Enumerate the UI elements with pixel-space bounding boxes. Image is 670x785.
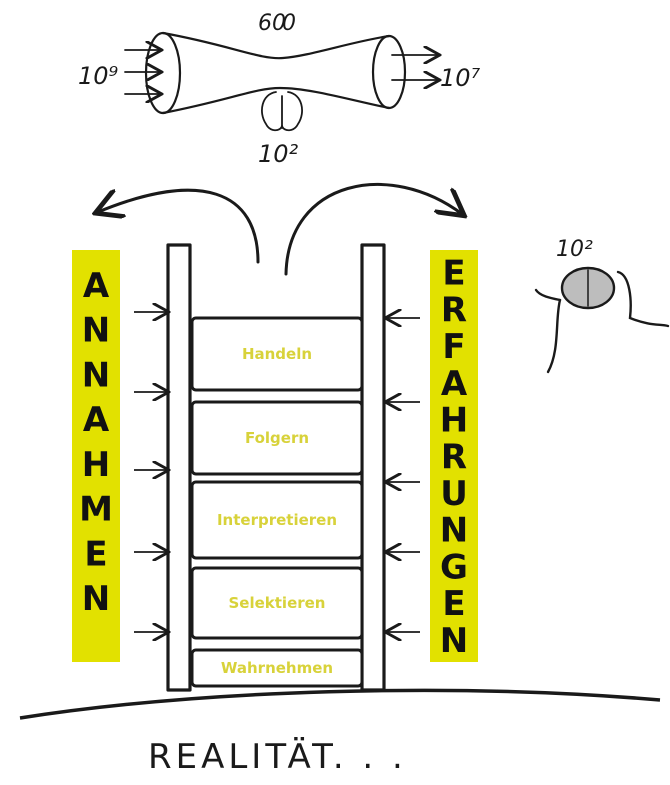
funnel-lower-edge [161,86,391,115]
column-letter: F [442,327,465,367]
column-letter: H [82,445,110,485]
column-letter: N [440,511,468,551]
experiences-column-bg [430,250,478,662]
ladder-left-rail [166,243,192,692]
ladder-right-rail [360,243,386,692]
column-letter: A [83,266,110,306]
funnel-top-label: 60 [258,11,286,36]
ladder-rungs: HandelnFolgernInterpretierenSelektierenW… [190,316,364,688]
feedback-arrows [98,182,462,276]
funnel-sketch [124,31,438,132]
column-letter: R [441,437,467,477]
assumption-arrows [134,312,167,632]
funnel-bottom-label: 10² [258,140,299,168]
ladder-rung-label: Selektieren [228,594,325,612]
funnel-input-arrows [124,50,160,94]
column-letter: N [82,311,110,351]
funnel-left-opening [144,31,182,115]
ladder-rung [190,480,364,560]
feedback-arrow-right [284,182,462,276]
ladder-rung [190,566,364,640]
experience-arrows [387,318,420,632]
feedback-arrow-left [98,188,260,264]
reality-label: REALITÄT. . . [148,737,407,777]
funnel-output-arrows [391,55,438,80]
assumptions-column-bg [72,250,120,662]
column-letter: M [79,490,113,530]
ladder-rung-label: Folgern [245,429,309,447]
ladder-rung [190,648,364,688]
ladder-rung-label: Wahrnehmen [221,659,333,677]
column-letter: E [84,534,107,574]
ladder-rung-label: Interpretieren [217,511,337,529]
ladder-rung [190,400,364,476]
thinking-figure [534,266,670,374]
column-letter: U [440,474,468,514]
funnel-right-opening [371,34,407,110]
figure-left-hand [534,288,562,302]
column-letter: N [82,355,110,395]
ladder-rung-label: Handeln [242,345,312,363]
column-letter: N [440,621,468,661]
brain-icon [261,91,303,132]
column-letter: A [83,400,110,440]
column-letter: E [442,584,465,624]
column-letter: A [441,364,468,404]
column-letter: E [442,254,465,294]
ladder-rung [190,316,364,392]
column-letter: G [440,547,468,587]
column-letter: N [82,579,110,619]
figure-exponent-label: 10² [556,237,593,262]
funnel-left-label: 10⁹ [78,62,119,90]
ground-line [19,688,661,720]
figure-right-arm [616,270,670,328]
column-letter: R [441,290,467,330]
column-letter: H [440,401,468,441]
funnel-top-label-sub: 0 [282,11,296,36]
figure-left-arm [546,298,562,374]
funnel-right-label: 10⁷ [440,64,481,92]
funnel-upper-edge [161,31,391,60]
